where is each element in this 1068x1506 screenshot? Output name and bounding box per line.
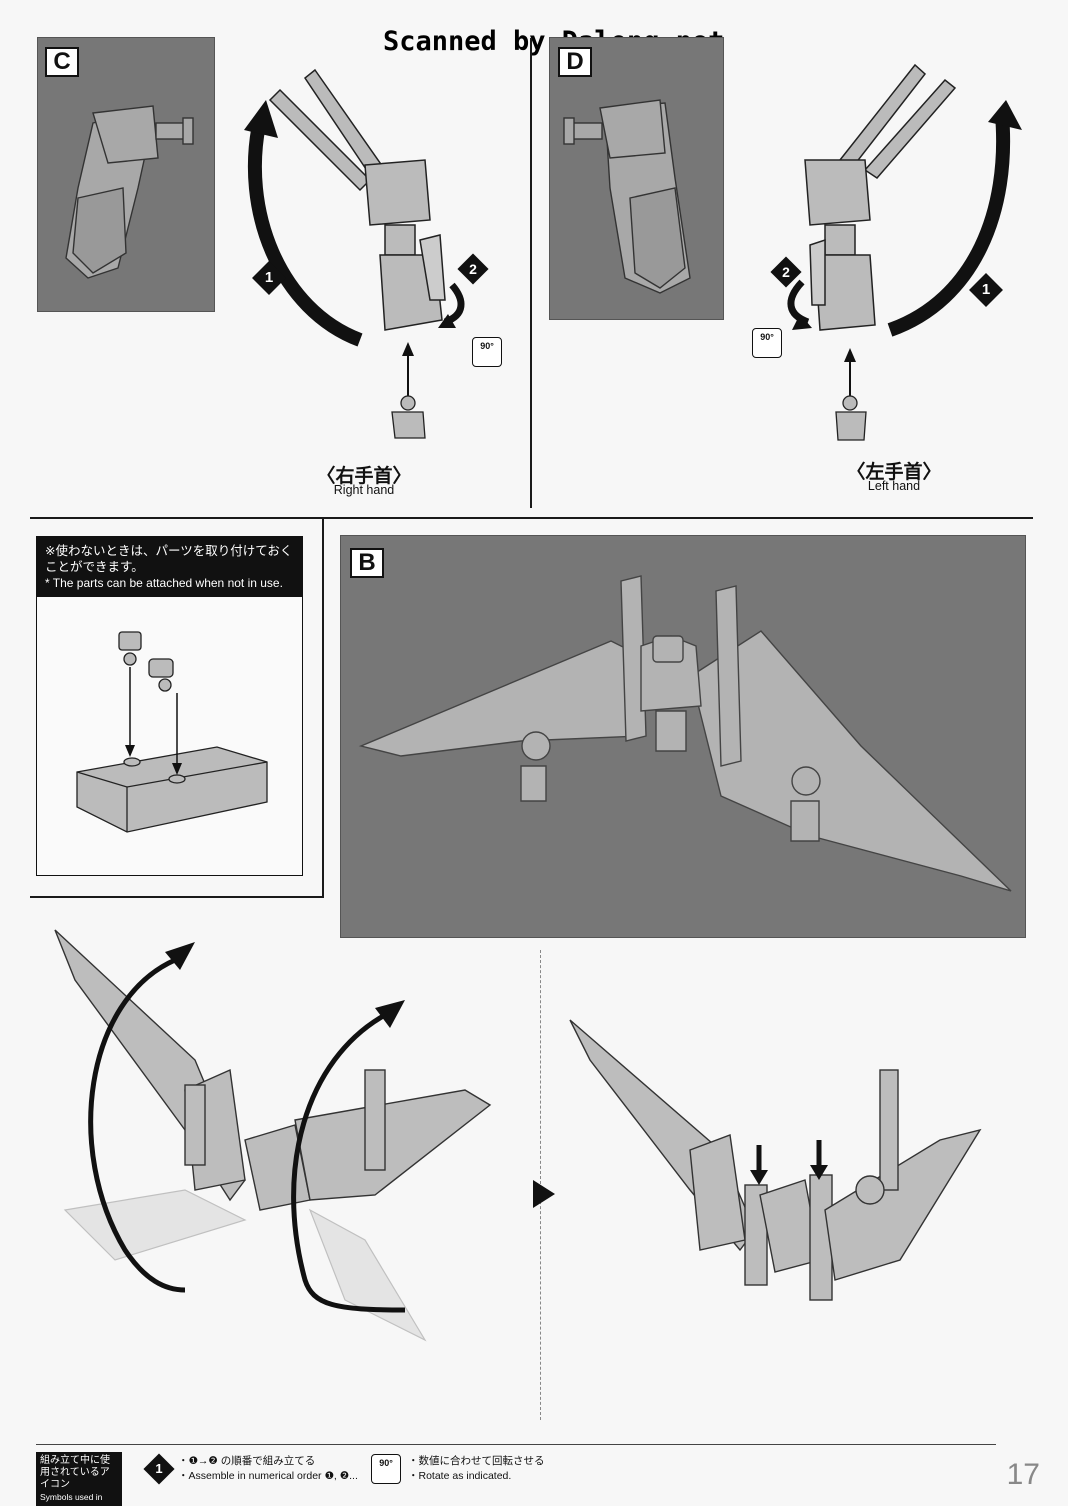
legend-rotate-icon: 90° bbox=[371, 1454, 401, 1484]
legend-title-en: Symbols used in instructions bbox=[40, 1492, 103, 1506]
divider-top-horizontal-left bbox=[30, 517, 322, 519]
panel-b-preview bbox=[340, 535, 1026, 938]
step-1-number: 1 bbox=[981, 281, 991, 298]
right-hand-label-jp: 〈右手首〉 bbox=[316, 465, 412, 487]
rotate-90-label: 90° bbox=[480, 341, 494, 351]
legend-rotate-jp: ・数値に合わせて回転させる bbox=[408, 1455, 545, 1467]
step-1-number: 1 bbox=[264, 269, 274, 286]
step-2-number: 2 bbox=[782, 264, 790, 280]
divider-top-horizontal-right bbox=[322, 517, 1033, 519]
panel-d-assembly-illustration bbox=[787, 63, 1022, 441]
footer-rule bbox=[36, 1444, 996, 1445]
next-step-arrow-icon bbox=[533, 1180, 555, 1208]
panel-b-label: B bbox=[350, 548, 384, 578]
legend-step-number: 1 bbox=[155, 1461, 163, 1476]
rotate-arrow-head-icon bbox=[988, 100, 1022, 130]
rotate-arrow-head-icon bbox=[244, 100, 278, 138]
legend-order-jp: ・❶→❷ の順番で組み立てる bbox=[178, 1455, 316, 1467]
right-hand-label-en: Right hand bbox=[333, 483, 395, 497]
down-arrow-icon bbox=[750, 1170, 768, 1185]
panel-b-wing-illustration bbox=[358, 575, 1012, 892]
left-hand-label-jp: 〈左手首〉 bbox=[846, 461, 942, 483]
icon-legend-footer: 組み立て中に使用されているアイコン Symbols used in instru… bbox=[36, 1446, 1033, 1506]
legend-title: 組み立て中に使用されているアイコン Symbols used in instru… bbox=[36, 1452, 122, 1506]
panel-c-assembly-illustration bbox=[244, 68, 465, 439]
wing-attach-illustration bbox=[569, 1019, 982, 1301]
page-number: 17 bbox=[1006, 1458, 1040, 1491]
storage-note-box: ※使わないときは、パーツを取り付けておくことができます。 * The parts… bbox=[36, 536, 303, 876]
legend-rotate-en: ・Rotate as indicated. bbox=[408, 1470, 512, 1482]
panel-d-label: D bbox=[558, 47, 592, 77]
storage-base-illustration bbox=[76, 631, 268, 833]
panel-d-preview bbox=[549, 37, 724, 320]
storage-note-header: ※使わないときは、パーツを取り付けておくことができます。 * The parts… bbox=[37, 537, 302, 597]
wing-fold-illustration bbox=[54, 929, 492, 1342]
panel-c-label: C bbox=[45, 47, 79, 77]
storage-note-jp: ※使わないときは、パーツを取り付けておくことができます。 bbox=[45, 543, 293, 574]
divider-b-left bbox=[322, 517, 324, 897]
panel-d-arm-illustration bbox=[563, 99, 691, 294]
legend-rotate-label: 90° bbox=[379, 1458, 393, 1468]
storage-note-en: * The parts can be attached when not in … bbox=[45, 576, 283, 590]
panel-c-preview bbox=[37, 37, 215, 312]
rotate-90-label: 90° bbox=[760, 332, 774, 342]
down-arrow-icon bbox=[810, 1165, 828, 1180]
legend-title-jp: 組み立て中に使用されているアイコン bbox=[40, 1455, 110, 1490]
panel-c-arm-illustration bbox=[65, 105, 194, 279]
rotate-90-icon: 90° bbox=[472, 337, 502, 367]
step-2-number: 2 bbox=[469, 261, 477, 277]
legend-order-en: ・Assemble in numerical order ❶, ❷... bbox=[178, 1470, 358, 1482]
divider-top-vertical bbox=[530, 38, 532, 508]
divider-b-bottom bbox=[30, 896, 324, 898]
rotate-90-icon: 90° bbox=[752, 328, 782, 358]
left-hand-label-en: Left hand bbox=[867, 479, 921, 493]
